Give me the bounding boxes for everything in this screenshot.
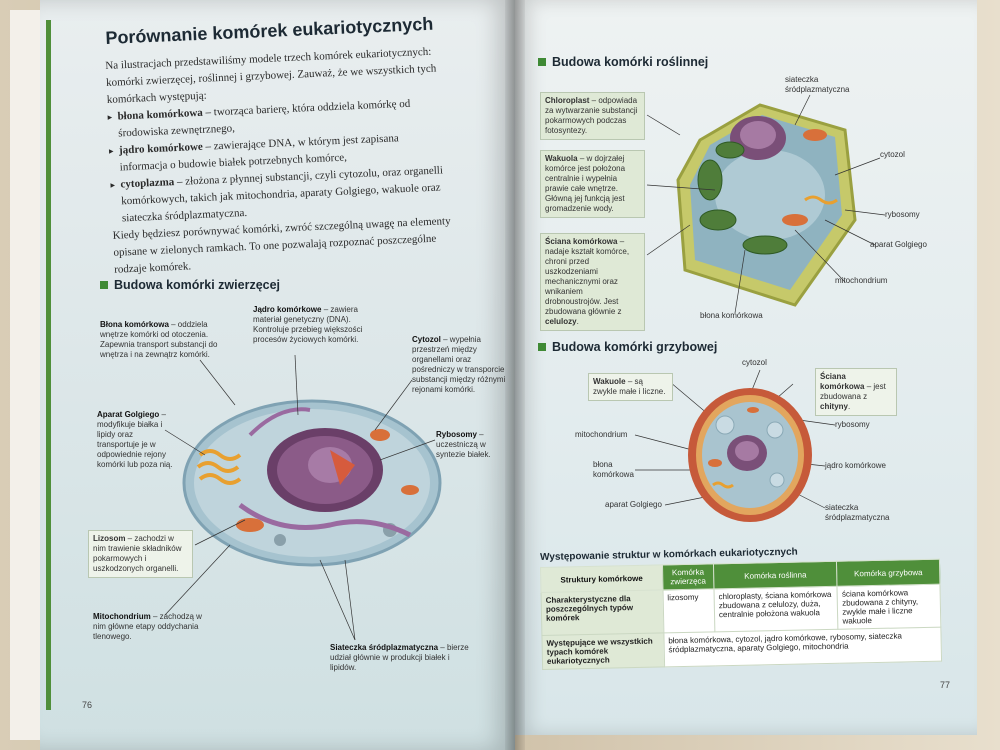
- section-square-icon: [538, 343, 546, 351]
- section-square-icon: [100, 281, 108, 289]
- page-number-left: 76: [82, 700, 93, 710]
- box-lysosome: Lizosom – zachodzi w nim trawienie skład…: [88, 530, 193, 578]
- label-cytosol: Cytozol – wypełnia przestrzeń między org…: [412, 335, 506, 394]
- fungus-label-ribosomes: rybosomy: [835, 420, 870, 429]
- plant-section-title: Budowa komórki roślinnej: [538, 55, 708, 69]
- book-spine: [505, 0, 525, 750]
- animal-leader-lines: [164, 354, 436, 641]
- fungus-label-cytosol: cytozol: [742, 358, 767, 367]
- plant-label-er: siateczka śródplazmatyczna: [785, 75, 850, 94]
- box-vacuole: Wakuola – w dojrzałej komórce jest położ…: [540, 150, 645, 218]
- plant-cell-illustration: [676, 103, 857, 307]
- fungus-label-nucleus: jądro komórkowe: [825, 461, 886, 470]
- table-cell: ściana komórkowa zbudowana z chityny, zw…: [837, 584, 941, 630]
- fungus-label-er: siateczka śródplazmatyczna: [825, 503, 890, 522]
- fungus-label-membrane: błona komórkowa: [593, 460, 634, 479]
- table-header-cell: Struktury komórkowe: [540, 564, 663, 593]
- animal-cell-illustration: [182, 399, 442, 567]
- green-margin-stripe: [46, 20, 51, 710]
- table-header-cell: Komórka zwierzęca: [662, 563, 714, 590]
- label-golgi: Aparat Golgiego – modyfikuje białka i li…: [97, 410, 173, 469]
- label-cell-membrane: Błona komórkowa – oddziela wnętrze komór…: [100, 320, 218, 359]
- table-cell: błona komórkowa, cytozol, jądro komórkow…: [663, 627, 942, 667]
- table-header-cell: Komórka grzybowa: [836, 559, 940, 587]
- plant-label-cytosol: cytozol: [880, 150, 905, 159]
- box-chloroplast: Chloroplast – odpowiada za wytwarzanie s…: [540, 92, 645, 140]
- fungus-label-golgi: aparat Golgiego: [605, 500, 662, 509]
- fungus-section-title: Budowa komórki grzybowej: [538, 340, 717, 354]
- label-er: Siateczka śródplazmatyczna – bierze udzi…: [330, 643, 469, 672]
- label-mitochondrion: Mitochondrium – zachodzą w nim główne et…: [93, 612, 202, 641]
- plant-label-golgi: aparat Golgiego: [870, 240, 927, 249]
- animal-section-title: Budowa komórki zwierzęcej: [100, 278, 280, 292]
- table-header-cell: Komórka roślinna: [713, 561, 838, 589]
- label-nucleus: Jądro komórkowe – zawiera materiał genet…: [253, 305, 363, 344]
- box-fungal-wall: Ściana komórkowa – jest zbudowana z chit…: [815, 368, 897, 416]
- plant-label-membrane: błona komórkowa: [700, 311, 763, 320]
- comparison-table: Struktury komórkowe Komórka zwierzęca Ko…: [540, 559, 942, 670]
- label-ribosomes: Rybosomy – uczestniczą w syntezie białek…: [436, 430, 491, 459]
- plant-label-ribosomes: rybosomy: [885, 210, 920, 219]
- fungus-cell-illustration: [688, 388, 812, 522]
- section-square-icon: [538, 58, 546, 66]
- table-row-header: Występujące we wszystkich typach komórek…: [541, 632, 665, 670]
- page-number-right: 77: [940, 680, 951, 690]
- table-row-header: Charakterystyczne dla poszczególnych typ…: [541, 589, 664, 636]
- table-cell: lizosomy: [662, 588, 715, 633]
- fungus-label-mitochondrion: mitochondrium: [575, 430, 628, 439]
- plant-label-mitochondrion: mitochondrium: [835, 276, 888, 285]
- box-cell-wall: Ściana komórkowa – nadaje kształt komórc…: [540, 233, 645, 331]
- box-fungal-vacuoles: Wakuole – są zwykle małe i liczne.: [588, 373, 673, 401]
- table-cell: chloroplasty, ściana komórkowa zbudowana…: [713, 586, 839, 632]
